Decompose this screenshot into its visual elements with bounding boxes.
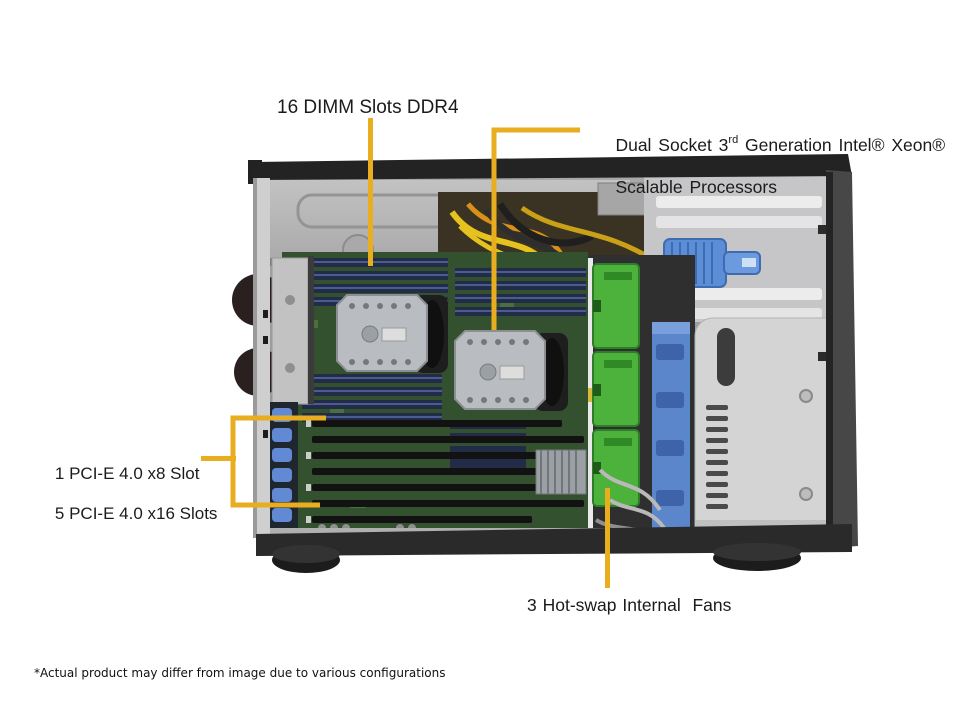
label-hot-swap-fans: 3 Hot-swap Internal Fans (527, 595, 732, 615)
vent-slots (706, 405, 728, 509)
callout-line-dimm (368, 118, 373, 266)
callout-bracket-pcie (201, 415, 326, 508)
cpu-heatsink-2 (454, 330, 546, 410)
drive-cage-panel (694, 317, 832, 541)
callout-line-cpu (491, 127, 580, 330)
motherboard (282, 252, 588, 536)
front-fan-bracket (232, 256, 314, 405)
chassis-bottom-bar (256, 524, 852, 556)
label-dimm-slots: 16 DIMM Slots DDR4 (277, 97, 459, 118)
disclaimer-text: *Actual product may differ from image du… (34, 666, 446, 680)
chipset-heatsink (535, 449, 587, 495)
hot-swap-fan-2 (592, 351, 640, 427)
blue-rail (652, 322, 690, 540)
dimm-bank-2 (455, 268, 586, 316)
label-pcie-slots: 1 PCI-E 4.0 x8 Slot 5 PCI-E 4.0 x16 Slot… (36, 444, 218, 544)
front-panel-edge (253, 178, 270, 538)
label-pcie-line2: 5 PCI-E 4.0 x16 Slots (54, 504, 218, 523)
label-dual-socket: Dual Socket 3rd Generation Intel® Xeon® … (588, 110, 945, 219)
cpu-heatsink-1 (336, 294, 428, 372)
chassis-frame (248, 154, 858, 573)
label-dual-socket-line1: Dual Socket 3rd Generation Intel® Xeon® (615, 134, 946, 155)
label-dual-socket-line2: Scalable Processors (615, 176, 777, 197)
chassis-right-frame (826, 170, 858, 548)
label-pcie-line1: 1 PCI-E 4.0 x8 Slot (54, 464, 200, 483)
fan-rail (584, 258, 593, 544)
hot-swap-fan-3 (592, 429, 640, 507)
dimm-bank-3 (302, 374, 442, 422)
callout-line-fans (605, 488, 610, 588)
hot-swap-fan-1 (592, 263, 640, 349)
pcie-slots (306, 420, 584, 523)
chassis-top-bar (253, 154, 852, 180)
front-panel-clips (270, 402, 298, 532)
